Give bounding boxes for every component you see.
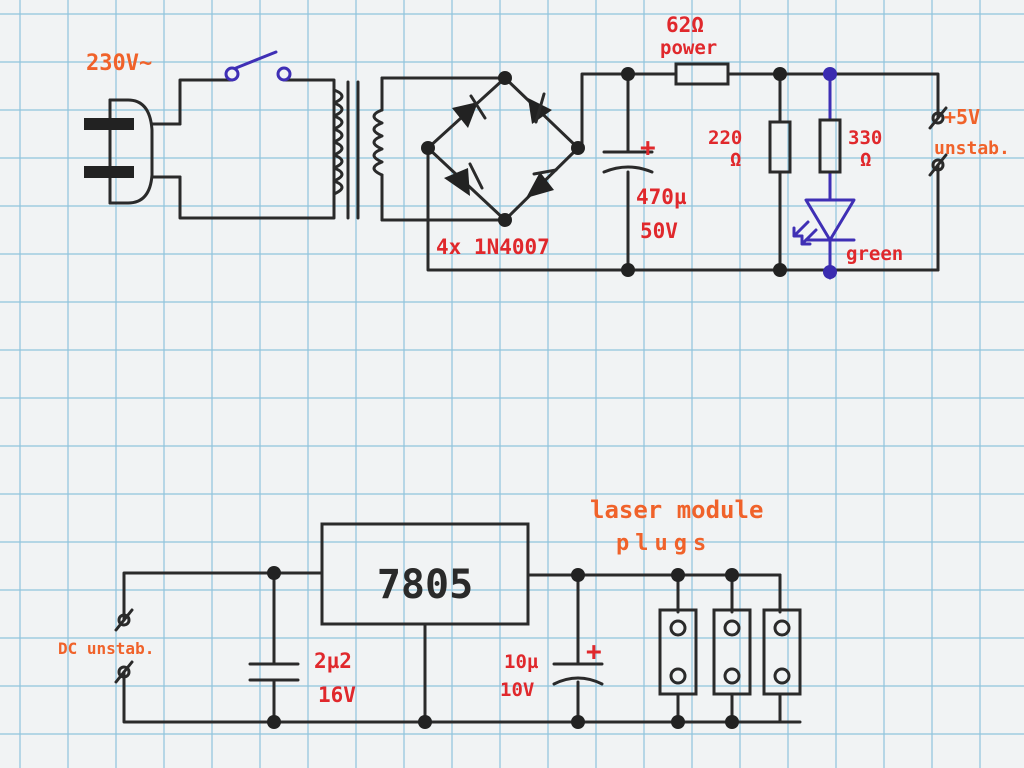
primary-wire — [178, 78, 336, 220]
resistor-62-note: power — [660, 37, 717, 59]
cap-out-value: 10µ — [504, 651, 539, 673]
bottom-circuit: DC unstab. 2µ2 16V 7805 + 10µ 10V — [58, 496, 802, 729]
junction-dots — [421, 67, 837, 279]
diode-icon — [528, 92, 552, 124]
cap-out-voltage: 10V — [500, 679, 534, 701]
mains-plug-icon — [84, 98, 182, 205]
laser-module-plugs: laser module plugs — [590, 496, 802, 724]
cap-voltage: 50V — [640, 219, 678, 243]
capacitor-10u: + 10µ 10V — [500, 573, 604, 724]
resistor-330-unit: Ω — [860, 149, 871, 171]
capacitor-470u: + 470µ 50V — [602, 72, 687, 272]
cap-value: 470µ — [636, 185, 687, 209]
cap-in-voltage: 16V — [318, 683, 356, 707]
resistor-220-unit: Ω — [730, 149, 741, 171]
output-terminals: +5V unstab. — [928, 105, 1010, 177]
transformer — [332, 76, 384, 222]
cap-out-polarity: + — [586, 637, 602, 667]
mains-label: 230V~ — [86, 51, 152, 76]
plugs-title-line2: plugs — [616, 531, 712, 556]
output-note: unstab. — [934, 138, 1010, 159]
cap-polarity: + — [640, 133, 656, 163]
bridge-rectifier: 4x 1N4007 — [426, 76, 580, 259]
secondary-wire — [380, 76, 940, 272]
diode-icon — [444, 162, 484, 196]
bridge-label: 4x 1N4007 — [436, 235, 550, 259]
cap-in-value: 2µ2 — [314, 649, 352, 673]
voltage-regulator-7805: 7805 — [320, 522, 530, 724]
plugs-title-line1: laser module — [590, 496, 763, 524]
resistor-62-value: 62Ω — [666, 13, 704, 37]
input-label: DC unstab. — [58, 639, 154, 658]
power-switch — [224, 50, 292, 82]
resistor-62-ohm: 62Ω power — [660, 13, 730, 86]
input-terminals: DC unstab. — [58, 608, 154, 684]
diode-icon — [452, 94, 487, 128]
junction-dots — [267, 566, 739, 729]
output-label: +5V — [944, 105, 980, 129]
plug-connector — [712, 573, 752, 724]
plug-connector — [762, 573, 802, 724]
top-circuit: 4x 1N4007 + 470µ 50V 62Ω power 220 Ω — [84, 13, 1010, 280]
resistor-330-value: 330 — [848, 127, 882, 149]
plug-connector — [658, 573, 698, 724]
regulator-label: 7805 — [377, 562, 473, 608]
led-branch: 330 Ω green — [792, 72, 903, 280]
diode-icon — [526, 168, 558, 198]
led-label: green — [846, 243, 903, 265]
led-icon — [792, 198, 856, 246]
capacitor-2u2: 2µ2 16V — [248, 571, 356, 724]
resistor-220-value: 220 — [708, 127, 742, 149]
resistor-220-ohm: 220 Ω — [708, 72, 792, 272]
